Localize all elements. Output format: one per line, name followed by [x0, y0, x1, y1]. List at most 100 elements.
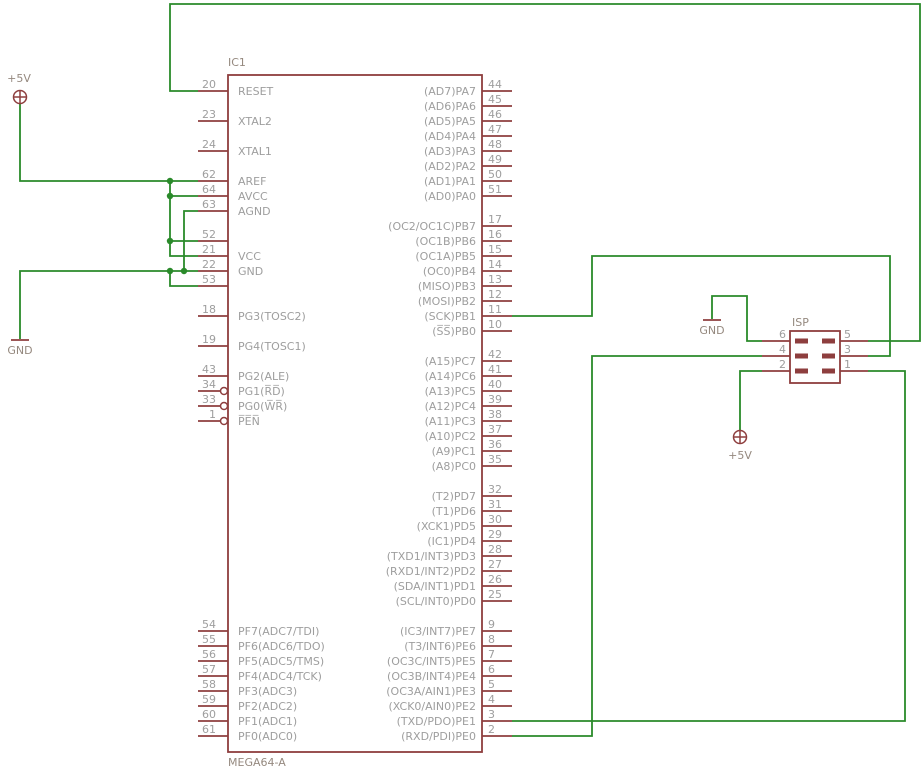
isp-pin-number: 3 — [844, 343, 851, 356]
ic-pin-number: 36 — [488, 438, 502, 451]
ic-pin-name: AGND — [238, 205, 271, 218]
ic-pin-number: 53 — [202, 273, 216, 286]
wire-gnd-pin53 — [169, 271, 198, 287]
junction-dot — [166, 192, 174, 200]
ic-pin-name: PF7(ADC7/TDI) — [238, 625, 319, 638]
ic-pin-name: (RXD1/INT2)PD2 — [386, 565, 476, 578]
ic-pin-number: 4 — [488, 693, 495, 706]
wires — [19, 3, 921, 737]
gnd-symbol: GND — [7, 339, 33, 357]
ic-pin-inversion-bubble — [219, 401, 229, 411]
junction-dot — [166, 267, 174, 275]
isp-pin-pad — [795, 338, 808, 344]
ic-pin-name: PG0(W̅R̅) — [238, 400, 287, 413]
ic-value-label: MEGA64-A — [228, 756, 286, 769]
ic-pin-name: (OC2/OC1C)PB7 — [388, 220, 476, 233]
ic-pin-number: 25 — [488, 588, 502, 601]
ic-pin-name: PF0(ADC0) — [238, 730, 297, 743]
ic-pin-number: 15 — [488, 243, 502, 256]
ic-body — [227, 74, 483, 753]
ic-pin-name: (TXD/PDO)PE1 — [397, 715, 476, 728]
ic-pin-name: PG1(R̅D̅) — [238, 385, 285, 398]
ic-pin-number: 27 — [488, 558, 502, 571]
ic-pin-number: 61 — [202, 723, 216, 736]
isp-label: ISP — [792, 316, 809, 329]
ic-pin-number: 39 — [488, 393, 502, 406]
gnd-symbol-isp: GND — [699, 319, 725, 337]
ic-pin-number: 35 — [488, 453, 502, 466]
ic-pin-number: 37 — [488, 423, 502, 436]
isp-pin-number: 4 — [779, 343, 786, 356]
ic-pin-number: 62 — [202, 168, 216, 181]
ic-pin-number: 55 — [202, 633, 216, 646]
ic-pin-number: 40 — [488, 378, 502, 391]
ic-pin-name: (A12)PC4 — [425, 400, 476, 413]
ic-pin-name: VCC — [238, 250, 261, 263]
isp-pin-pad — [795, 368, 808, 374]
ic-pin-name: GND — [238, 265, 263, 278]
ic-pin-name: P̅E̅N̅ — [238, 415, 260, 428]
ic-pin-name: (A14)PC6 — [425, 370, 476, 383]
ic-pin-name: XTAL1 — [238, 145, 272, 158]
ic-pin-number: 10 — [488, 318, 502, 331]
ic-pin-name: (AD4)PA4 — [424, 130, 476, 143]
ic-pin-number: 41 — [488, 363, 502, 376]
ic-pin-number: 5 — [488, 678, 495, 691]
ic-pin-number: 6 — [488, 663, 495, 676]
ic-pin-name: (T1)PD6 — [432, 505, 476, 518]
ic-pin-number: 49 — [488, 153, 502, 166]
ic-pin-number: 8 — [488, 633, 495, 646]
ic-pin-number: 20 — [202, 78, 216, 91]
ic-pin-name: PF3(ADC3) — [238, 685, 297, 698]
ic-pin-name: PF4(ADC4/TCK) — [238, 670, 322, 683]
ic-pin-name: (OC1A)PB5 — [415, 250, 476, 263]
ic-pin-name: (OC3C/INT5)PE5 — [387, 655, 476, 668]
ic-pin-number: 24 — [202, 138, 216, 151]
gnd-label: GND — [699, 324, 724, 337]
supply-5v-label: +5V — [7, 72, 31, 85]
ic-pin-number: 2 — [488, 723, 495, 736]
ic-pin-number: 7 — [488, 648, 495, 661]
ic-pin-name: (AD6)PA6 — [424, 100, 476, 113]
ic-pin-number: 17 — [488, 213, 502, 226]
ic-pin-name: (XCK0/AIN0)PE2 — [389, 700, 477, 713]
ic-pin-name: (XCK1)PD5 — [417, 520, 476, 533]
ic-pin-name: (IC3/INT7)PE7 — [400, 625, 476, 638]
ic-pin-name: (IC1)PD4 — [427, 535, 476, 548]
wire-isp6-to-gnd — [711, 295, 762, 342]
supply-5v-label: +5V — [728, 449, 752, 462]
ic-pin-name: (SCK)PB1 — [424, 310, 476, 323]
supply-5v-symbol-isp: +5V — [728, 429, 752, 462]
junction-dot — [180, 267, 188, 275]
isp-pin-number: 2 — [779, 358, 786, 371]
ic-pin-name: PG2(ALE) — [238, 370, 289, 383]
ic-pin-name: AREF — [238, 175, 266, 188]
ic-pin-number: 13 — [488, 273, 502, 286]
ic-pin-name: (T3/INT6)PE6 — [404, 640, 476, 653]
ic-pin-name: RESET — [238, 85, 274, 98]
ic-pin-name: PF5(ADC5/TMS) — [238, 655, 324, 668]
ic-pin-number: 44 — [488, 78, 502, 91]
wire-gnd-to-pin22 — [19, 270, 198, 339]
ic-pin-name: PG4(TOSC1) — [238, 340, 306, 353]
ic-pin-name: (A10)PC2 — [425, 430, 476, 443]
ic-pin-number: 56 — [202, 648, 216, 661]
ic-pin-number: 32 — [488, 483, 502, 496]
ic-pin-number: 3 — [488, 708, 495, 721]
ic-pin-name: (MOSI)PB2 — [418, 295, 476, 308]
ic-pin-number: 64 — [202, 183, 216, 196]
ic-pin-number: 16 — [488, 228, 502, 241]
ic-pin-number: 30 — [488, 513, 502, 526]
ic-pin-name: AVCC — [238, 190, 268, 203]
ic-pin-name: (AD7)PA7 — [424, 85, 476, 98]
ic-pin-number: 18 — [202, 303, 216, 316]
ic-pin-number: 54 — [202, 618, 216, 631]
ic-pin-name: PF2(ADC2) — [238, 700, 297, 713]
ic-pin-number: 46 — [488, 108, 502, 121]
ic-pin-number: 34 — [202, 378, 216, 391]
ic-pin-name: (AD5)PA5 — [424, 115, 476, 128]
ic-pin-number: 33 — [202, 393, 216, 406]
ic-pin-name: (A13)PC5 — [425, 385, 476, 398]
ic-pin-name: (TXD1/INT3)PD3 — [387, 550, 476, 563]
